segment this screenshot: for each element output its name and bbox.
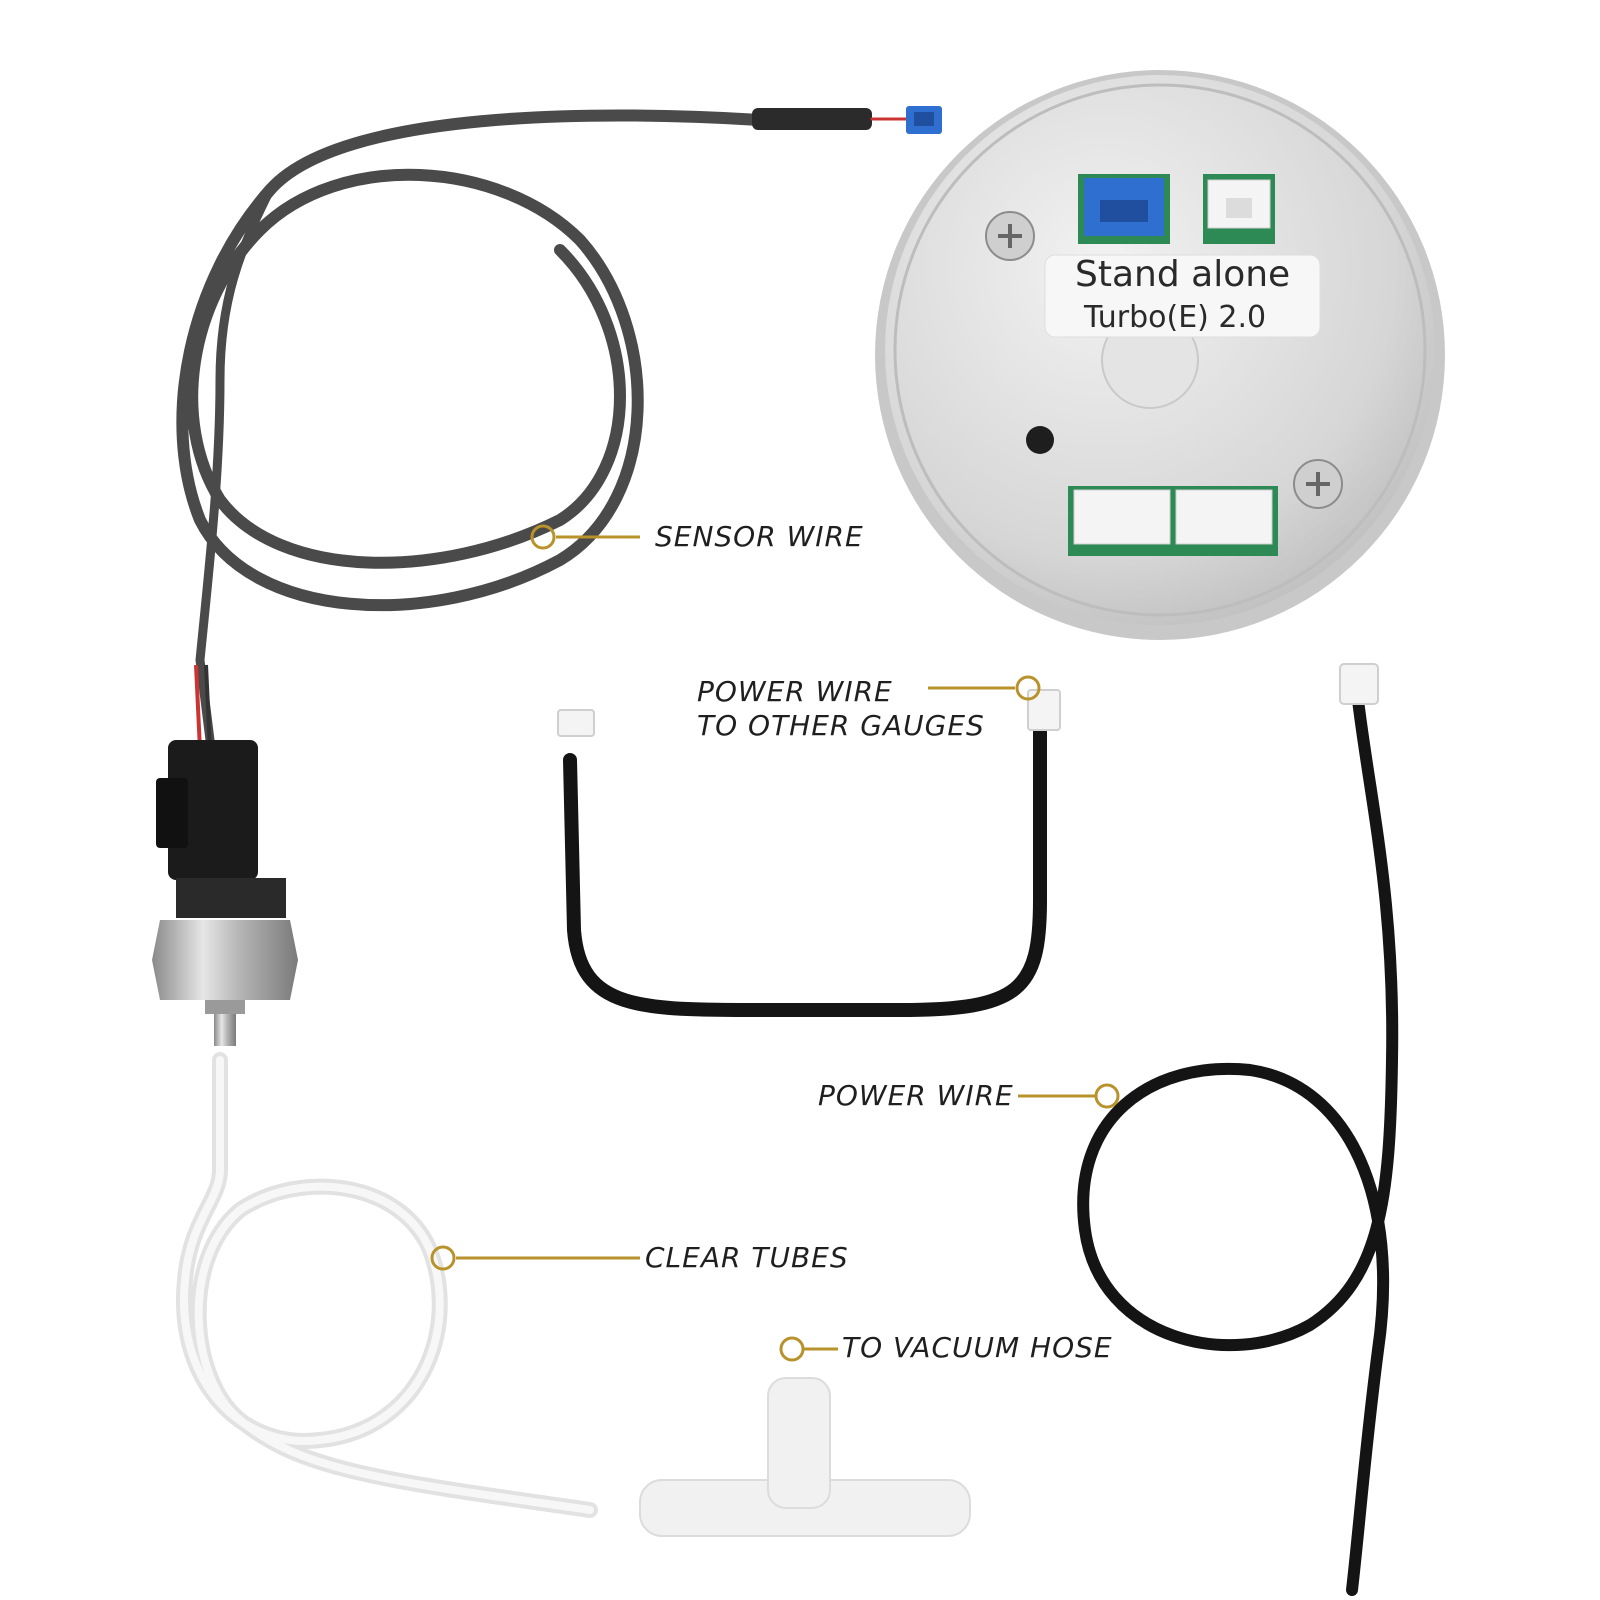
t-connector xyxy=(639,1377,971,1537)
pressure-sensor xyxy=(152,664,298,1046)
clear-tube xyxy=(176,1052,598,1518)
callout-vacuum-hose: TO VACUUM HOSE xyxy=(842,1331,1113,1364)
gauge-sticker-line1: Stand alone xyxy=(1075,254,1291,295)
blue-port xyxy=(1078,174,1170,244)
gauge-sticker-line2: Turbo(E) 2.0 xyxy=(1084,300,1267,335)
white-port-top xyxy=(1203,174,1275,244)
sensor-wire-blue-plug xyxy=(906,106,942,134)
gauge-sticker xyxy=(1044,254,1321,338)
callout-power-wire: POWER WIRE xyxy=(818,1079,1014,1112)
gauge-back xyxy=(875,70,1445,640)
screw-bottom-right xyxy=(1293,459,1343,509)
callout-power-wire-other-1: POWER WIRE xyxy=(697,675,893,708)
screw-top-left xyxy=(985,211,1035,261)
white-ports-bottom xyxy=(1068,486,1278,556)
power-wire xyxy=(1077,663,1399,1596)
callout-clear-tubes: CLEAR TUBES xyxy=(645,1241,849,1274)
callout-sensor-wire: SENSOR WIRE xyxy=(655,520,864,553)
power-jumper-wire xyxy=(557,689,1061,1017)
callout-power-wire-other-2: TO OTHER GAUGES xyxy=(697,709,985,742)
callout-markers xyxy=(430,524,1120,1362)
sensor-wire xyxy=(176,108,912,745)
